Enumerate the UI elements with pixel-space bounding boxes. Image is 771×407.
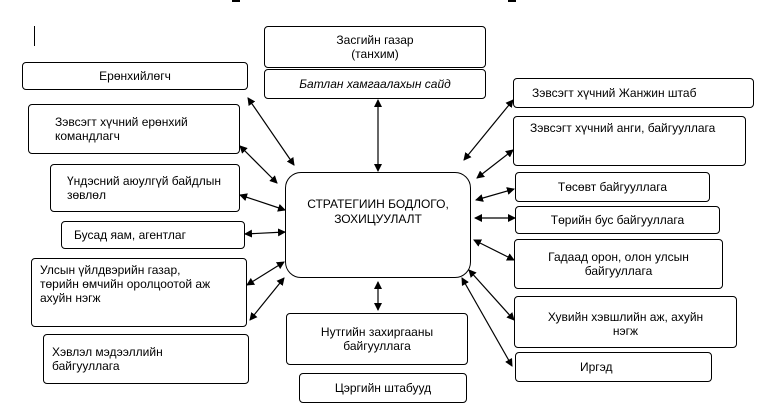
arrow-media [249,277,285,321]
top-edge-line-right [508,0,516,2]
private-box: Хувийн хэвшлийн аж, ахуйн нэгж [514,296,737,348]
arrow-ministries [244,228,286,238]
security-council-label-line1: Үндэсний аюулгүй байдлын [67,174,221,188]
ministries-box: Бусад яам, агентлаг [61,221,245,249]
general-staff-label: Зэвсэгт хүчний Жанжин штаб [532,86,697,100]
text-cursor [34,26,35,46]
ngos-label: Төрийн бус байгууллага [550,213,685,227]
foreign-box: Гадаад орон, олон улсын байгууллага [514,239,723,289]
arrow-foreign [473,239,515,261]
budget-orgs-box: Төсөвт байгууллага [515,172,710,202]
ministries-label: Бусад яам, агентлаг [74,228,186,242]
private-label-line2: нэгж [612,324,639,338]
commander-box: Зэвсэгт хүчний ерөнхий командлагч [28,104,240,154]
state-enterprises-label-line1: Улсын үйлдвэрийн газар, [40,263,181,277]
strategic-policy-center-box: СТРАТЕГИИН БОДЛОГО, ЗОХИЦУУЛАЛТ [285,172,471,278]
security-council-label-line2: зөвлөл [67,188,106,202]
center-label-line1: СТРАТЕГИИН БОДЛОГО, [307,197,449,211]
budget-orgs-label: Төсөвт байгууллага [557,180,668,194]
media-box: Хэвлэл мэдээллийн байгууллага [43,334,249,384]
arrow-security-council [239,193,286,212]
arrow-private [468,269,515,321]
citizens-label: Иргэд [580,360,613,374]
general-staff-box: Зэвсэгт хүчний Жанжин штаб [513,78,754,108]
defense-minister-box: Батлан хамгаалахын сайд [264,69,486,99]
government-label-line2: (танхим) [351,47,399,61]
top-edge-line-left [232,0,240,2]
arrow-general-staff [463,99,514,161]
commander-label-line2: командлагч [55,129,120,143]
foreign-label-line1: Гадаад орон, олон улсын [548,250,689,264]
president-box: Ерөнхийлөгч [22,62,248,90]
center-label-line2: ЗОХИЦУУЛАЛТ [334,212,422,226]
state-enterprises-label-line2: төрийн өмчийн оролцоотой аж [40,277,211,291]
arrow-commander [239,145,278,184]
ngos-box: Төрийн бус байгууллага [515,206,720,234]
state-enterprises-label-line3: ахуйн нэгж [40,291,101,305]
commander-label-line1: Зэвсэгт хүчний ерөнхий [55,115,188,129]
government-label-line1: Засгийн газар [336,33,414,47]
units-label: Зэвсэгт хүчний анги, байгууллага [530,121,716,135]
president-label: Ерөнхийлөгч [99,69,171,83]
local-admin-label-line1: Нутгийн захиргааны [320,325,434,339]
private-label-line1: Хувийн хэвшлийн аж, ахуйн [547,310,704,324]
units-box: Зэвсэгт хүчний анги, байгууллага [513,116,746,166]
recruiting-label: Цэргийн штабууд [334,381,432,395]
foreign-label-line2: байгууллага [584,264,653,278]
media-label-line1: Хэвлэл мэдээллийн [52,345,163,359]
local-admin-box: Нутгийн захиргааны байгууллага [286,313,468,365]
citizens-box: Иргэд [515,352,712,382]
recruiting-box: Цэргийн штабууд [299,373,467,403]
local-admin-label-line2: байгууллага [343,339,411,353]
state-enterprises-box: Улсын үйлдвэрийн газар, төрийн өмчийн ор… [31,258,247,327]
arrow-state-enterprises [246,261,285,286]
government-box: Засгийн газар (танхим) [264,26,486,68]
arrow-budget-orgs [475,187,515,202]
media-label-line2: байгууллага [52,359,120,373]
arrow-president [247,97,295,166]
arrow-units [476,149,514,179]
security-council-box: Үндэсний аюулгүй байдлын зөвлөл [50,164,240,212]
arrow-citizens [461,277,513,367]
defense-minister-label: Батлан хамгаалахын сайд [299,77,451,91]
